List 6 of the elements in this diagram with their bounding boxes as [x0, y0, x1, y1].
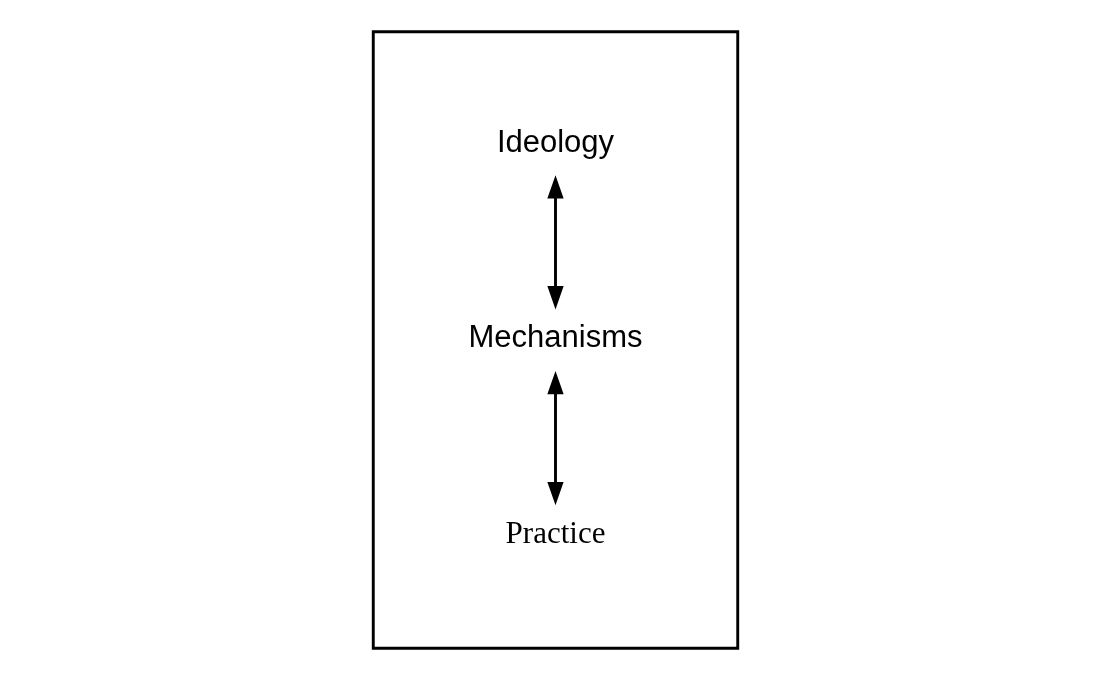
arrow	[546, 175, 564, 310]
arrow	[546, 370, 564, 506]
node-text: Practice	[505, 515, 605, 551]
node-text: Ideology	[496, 123, 614, 159]
cluster	[371, 30, 739, 650]
node-text: Mechanisms	[468, 319, 642, 355]
